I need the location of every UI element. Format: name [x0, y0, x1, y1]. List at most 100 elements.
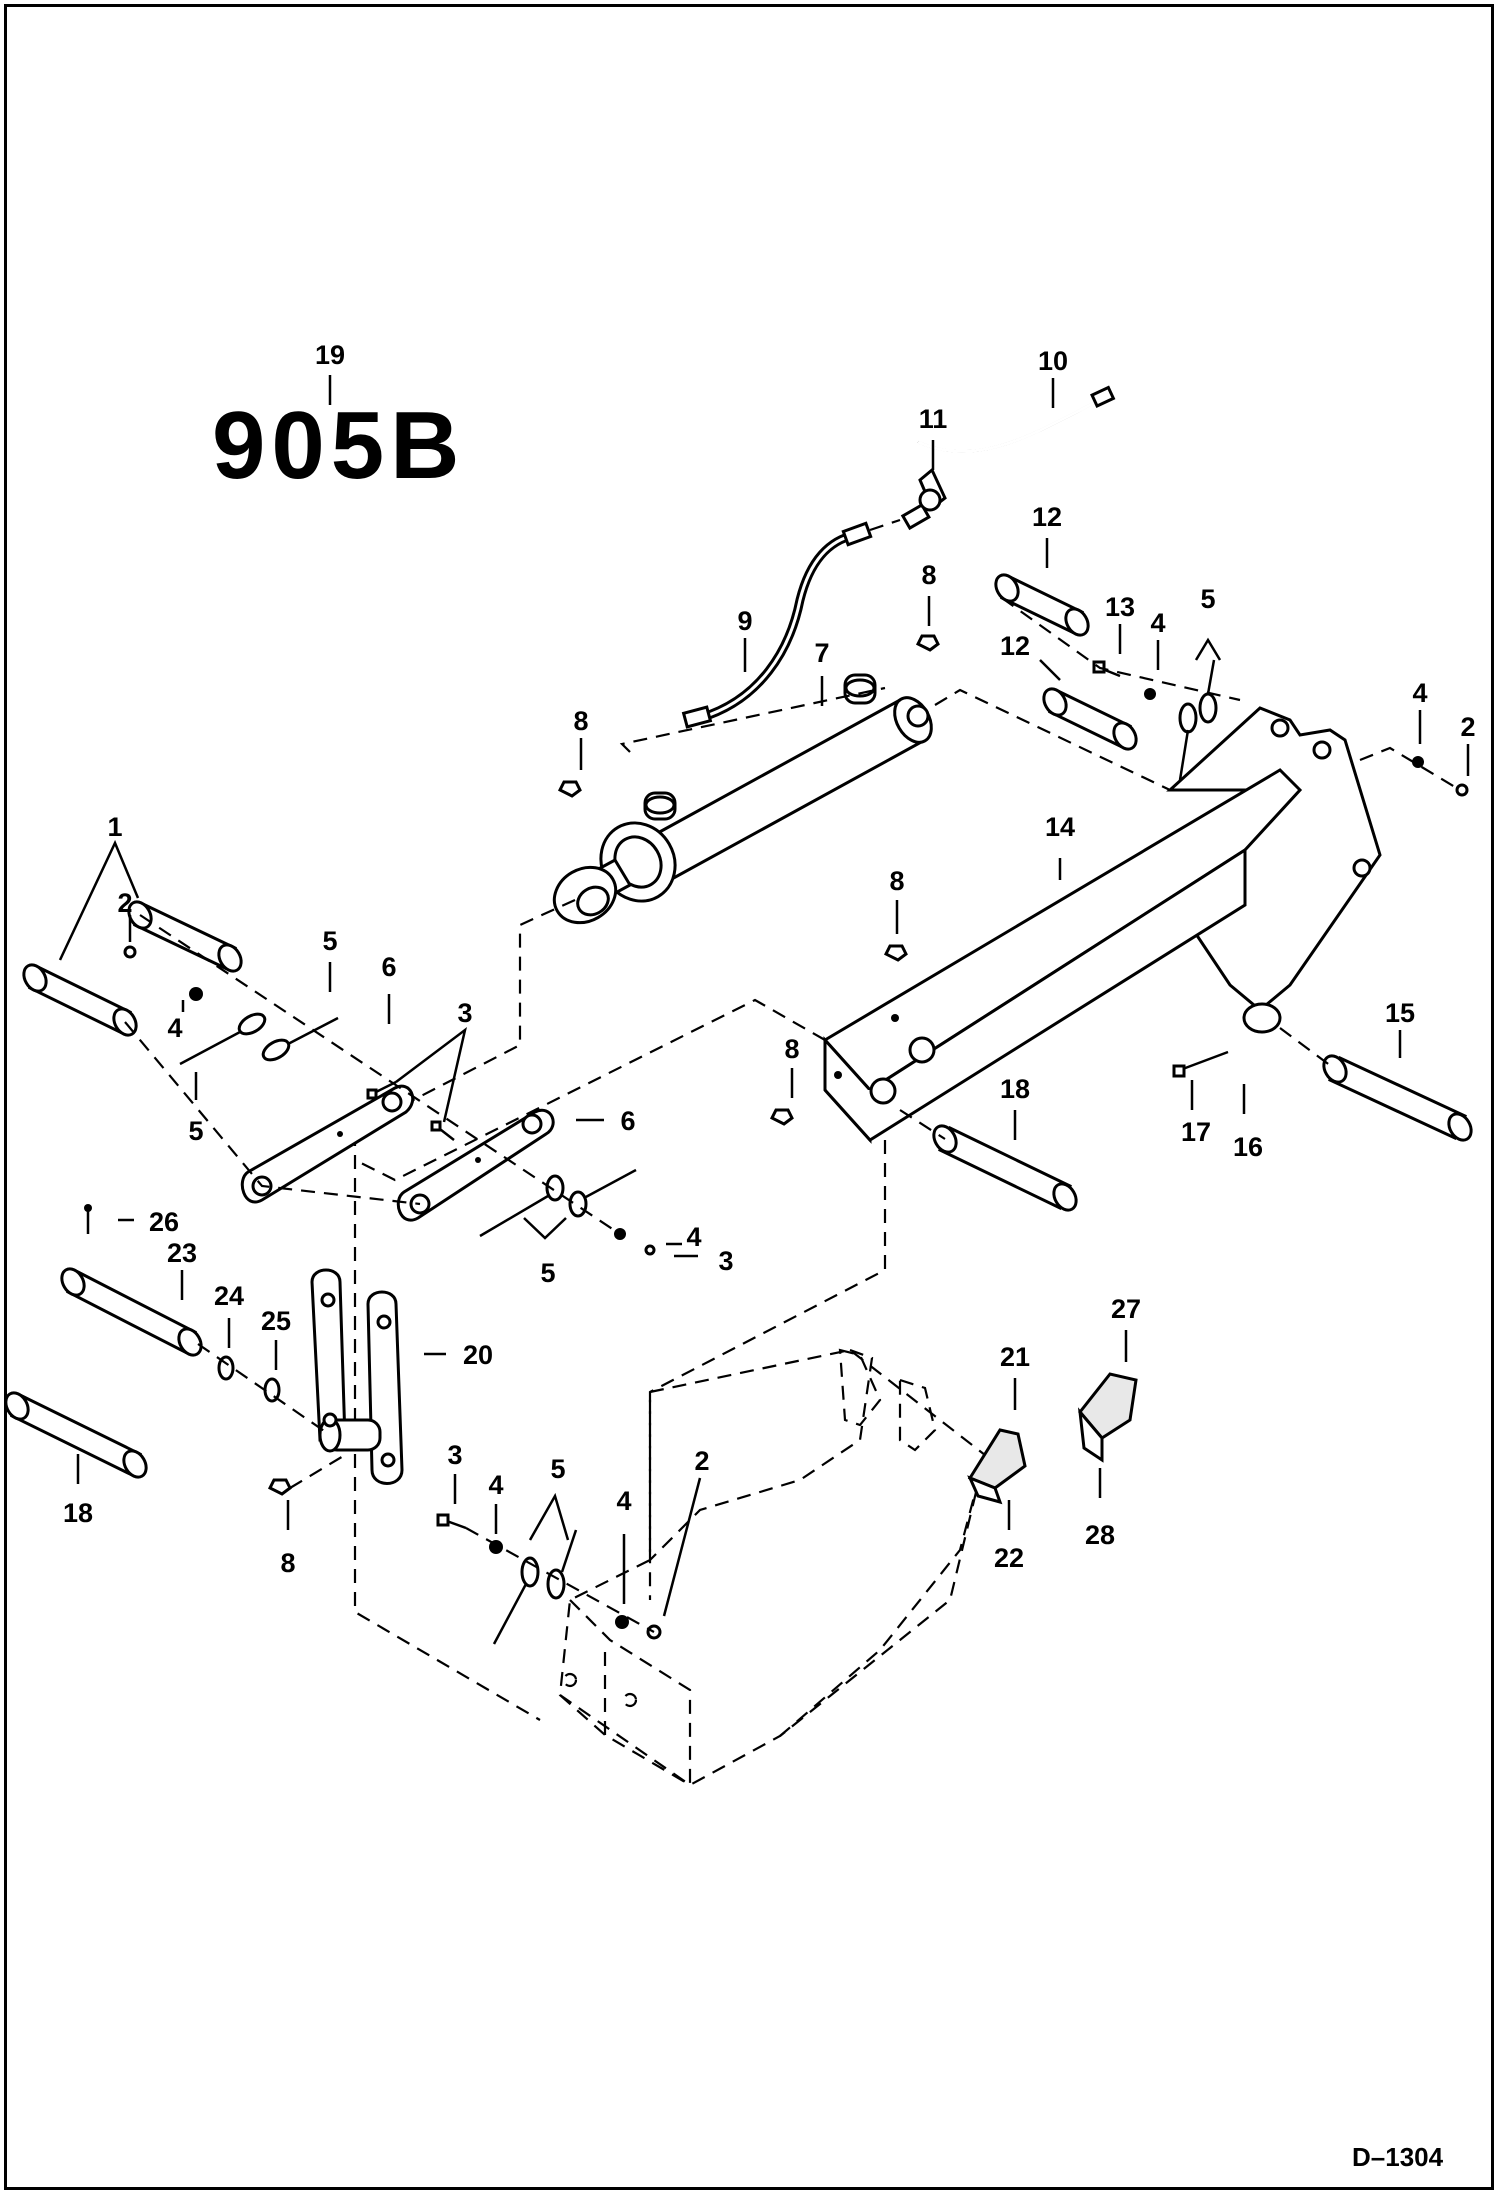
callout-2a: 2: [1460, 712, 1475, 742]
callout-22: 22: [994, 1543, 1024, 1573]
lock-pin-5-left: [179, 1012, 339, 1066]
callout-4b: 4: [1412, 678, 1427, 708]
leader-3a: [395, 1026, 467, 1123]
bracket-8-dashline: [289, 1454, 346, 1489]
callout-18b: 18: [63, 1498, 93, 1528]
leader-2c: [662, 1477, 702, 1617]
bolt-3-upper: [366, 1080, 397, 1100]
callout-12b: 12: [1000, 631, 1030, 661]
link-6-upper: [240, 1084, 415, 1204]
callout-7: 7: [814, 638, 829, 668]
boom-bucket-dashline: [648, 1140, 887, 1600]
pin-18-right: [932, 1124, 1078, 1212]
hose-10: [900, 385, 1116, 531]
callout-10: 10: [1038, 346, 1068, 376]
pin-12-dashline: [1001, 597, 1241, 702]
callout-20: 20: [463, 1340, 493, 1370]
callout-8d: 8: [784, 1034, 799, 1064]
drawing-number: D–1304: [1352, 2142, 1444, 2172]
callout-2b: 2: [117, 888, 132, 918]
callout-4a: 4: [1150, 608, 1165, 638]
bolt-3-bucket: [436, 1513, 467, 1530]
cylinder-boom-dashline: [934, 688, 1171, 791]
callout-12a: 12: [1032, 502, 1062, 532]
callout-2c: 2: [694, 1446, 709, 1476]
callout-4d: 4: [686, 1222, 701, 1252]
nut-4-top: [1144, 688, 1156, 700]
callout-24: 24: [214, 1281, 244, 1311]
grease-fitting-8-boom-side: [769, 1108, 794, 1126]
cylinder-bucket-dashline: [353, 898, 576, 1721]
grease-fitting-8-bracket: [267, 1478, 292, 1496]
grease-fitting-8-boom-top: [883, 944, 908, 962]
bolt-3-lower: [430, 1120, 455, 1141]
bucket-tooth-21: [967, 1428, 1027, 1505]
callout-3b: 3: [718, 1246, 733, 1276]
leader-1: [58, 839, 140, 961]
callout-5d: 5: [540, 1258, 555, 1288]
cylinder-hose-dashline: [619, 686, 886, 753]
bracket-20: [310, 1268, 404, 1485]
pin-1-dashline-upper: [139, 914, 621, 1235]
hose-9-connection: [869, 518, 901, 532]
pin-1-lower: [22, 963, 138, 1037]
callout-6a: 6: [381, 952, 396, 982]
grease-fitting-26: [84, 1204, 92, 1234]
pin-1-upper: [127, 900, 243, 973]
callout-5a: 5: [1200, 584, 1215, 614]
callout-23: 23: [167, 1238, 197, 1268]
callout-8c: 8: [889, 866, 904, 896]
callout-3a: 3: [457, 998, 472, 1028]
callout-8a: 8: [573, 706, 588, 736]
pin-12-lower: [1042, 687, 1138, 751]
leader-5e: [528, 1492, 570, 1541]
callout-3c: 3: [447, 1440, 462, 1470]
callout-28: 28: [1085, 1520, 1115, 1550]
grease-2-left: [123, 945, 137, 959]
bolt-17: [1172, 1050, 1229, 1078]
pin-18-left: [4, 1391, 148, 1479]
callout-21: 21: [1000, 1342, 1030, 1372]
leader-12b: [1039, 659, 1061, 681]
pin-15-dashline: [1279, 1027, 1336, 1070]
leader-5d: [523, 1217, 567, 1240]
callout-25: 25: [261, 1306, 291, 1336]
pin-18-dashline: [899, 1109, 946, 1140]
callout-15: 15: [1385, 998, 1415, 1028]
lock-pins-5-bucket: [492, 1529, 578, 1645]
grease-fitting-8-cylinder-base: [915, 634, 940, 652]
callout-8e: 8: [280, 1548, 295, 1578]
pin-23-dashline: [197, 1343, 331, 1436]
nut-4-right: [1412, 756, 1424, 768]
callout-18a: 18: [1000, 1074, 1030, 1104]
pin-23: [60, 1267, 203, 1357]
callout-27: 27: [1111, 1294, 1141, 1324]
link-6-lower: [396, 1108, 555, 1222]
boom-14: [822, 706, 1382, 1144]
leader-5a: [1194, 637, 1222, 661]
boom-links-dashline: [354, 998, 826, 1182]
bucket: [558, 1348, 987, 1787]
washer-3-mid: [644, 1244, 656, 1256]
callout-6b: 6: [620, 1106, 635, 1136]
callout-5b: 5: [322, 926, 337, 956]
callout-17: 17: [1181, 1117, 1211, 1147]
callout-4e: 4: [488, 1470, 503, 1500]
pin-1-dashline-lower: [124, 1021, 421, 1206]
callout-19: 19: [315, 340, 345, 370]
callout-13: 13: [1105, 592, 1135, 622]
grease-fitting-8-cylinder-rod: [557, 780, 582, 798]
nut-4-left: [189, 987, 203, 1001]
callout-4-bucket: 4: [616, 1486, 631, 1516]
callout-9: 9: [737, 606, 752, 636]
boom-right-dashline: [1359, 746, 1461, 791]
callout-5c: 5: [188, 1116, 203, 1146]
bucket-tooth-27: [1077, 1372, 1138, 1463]
callout-14: 14: [1045, 812, 1075, 842]
lock-pins-5-top: [1178, 659, 1218, 781]
washer-24: [217, 1355, 235, 1381]
callout-1: 1: [107, 812, 122, 842]
pin-15: [1322, 1054, 1473, 1142]
callout-26: 26: [149, 1207, 179, 1237]
